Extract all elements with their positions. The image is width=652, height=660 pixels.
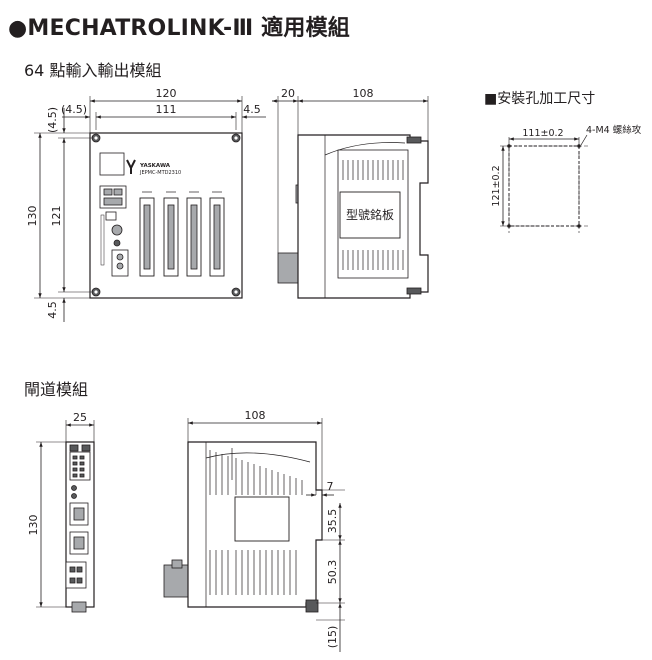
repeater-vent-top — [209, 450, 303, 495]
page-title: ●MECHATROLINK-Ⅲ 適用模組 — [8, 16, 350, 41]
mounting-hole-bottom-left — [91, 287, 101, 297]
io-front-view: YASKAWA JEPMC-MTD2310 — [26, 87, 266, 322]
indicator-strip — [100, 214, 105, 266]
dim-height-overall-label: 130 — [26, 206, 39, 227]
dim-width-overall-label: 120 — [156, 87, 177, 100]
dim-offset-top-label: (4.5) — [46, 107, 59, 133]
dim-repeater-lower-label: 50.3 — [326, 560, 339, 585]
io-connector-3 — [186, 197, 202, 277]
repeater-module-title: 閘道模組 — [24, 380, 89, 399]
repeater-nameplate-area — [234, 496, 290, 542]
repeater-side-din-clip — [163, 564, 189, 598]
io-connector-4 — [209, 197, 225, 277]
rotary-switch — [111, 224, 123, 236]
rotary-switch-box — [105, 211, 117, 221]
dim-offset-right-label: 4.5 — [243, 103, 261, 116]
mounting-hole-title: ■安裝孔加工尺寸 — [484, 91, 596, 107]
repeater-din-clip — [71, 601, 87, 613]
io-connector-2 — [163, 197, 179, 277]
port-a — [103, 188, 113, 196]
io-module-title: 64 點輸入輸出模組 — [24, 61, 162, 80]
nameplate-label: 型號銘板 — [346, 207, 394, 222]
io-connector-1 — [139, 197, 155, 277]
vent-slots-top — [342, 160, 404, 180]
port-b — [113, 188, 123, 196]
mounting-hole-top-right — [231, 133, 241, 143]
io-side-view: 型號銘板 20 108 — [272, 87, 429, 299]
dim-repeater-bottom-label: (15) — [326, 626, 339, 649]
mounting-hole-top-left — [91, 133, 101, 143]
dim-cutout-pitch-v-label: 121±0.2 — [491, 165, 502, 206]
cutout-outline — [508, 145, 580, 227]
dim-hole-pitch-v-label: 121 — [50, 206, 63, 227]
dim-offset-left-label: (4.5) — [61, 103, 87, 116]
dim-repeater-upper-label: 35.5 — [326, 509, 339, 534]
dim-hole-pitch-h-label: 111 — [156, 103, 177, 116]
dim-repeater-width-label: 25 — [73, 411, 87, 424]
vent-slots-bottom — [342, 250, 404, 270]
dim-repeater-height-label: 130 — [27, 515, 40, 536]
mounting-hole-bottom-right — [231, 287, 241, 297]
repeater-vent-bottom — [209, 550, 297, 595]
repeater-side-view: 108 7 35.5 50.3 (15) — [163, 409, 345, 652]
dim-io-depth-label: 108 — [353, 87, 374, 100]
dim-cutout-pitch-h-label: 111±0.2 — [522, 128, 563, 139]
dim-repeater-step-label: 7 — [327, 480, 334, 493]
logo-subtext: JEPMC-MTD2310 — [139, 170, 181, 176]
nameplate — [339, 191, 401, 239]
din-rail-clip — [277, 252, 299, 284]
logo-text: YASKAWA — [139, 163, 171, 169]
dim-offset-bottom-label: 4.5 — [46, 301, 59, 319]
port-c — [103, 197, 123, 206]
logo-label — [99, 152, 125, 176]
yaskawa-logo-icon — [126, 159, 136, 174]
mounting-cutout-view: 111±0.2 121±0.2 4-M4 螺絲攻 — [491, 124, 642, 235]
dim-repeater-depth-label: 108 — [245, 409, 266, 422]
dim-rail-depth-label: 20 — [281, 87, 295, 100]
status-led — [113, 239, 121, 247]
repeater-front-view: 25 130 — [27, 411, 95, 613]
cutout-holes-label: 4-M4 螺絲攻 — [586, 124, 642, 136]
repeater-power-terminal — [65, 561, 87, 589]
